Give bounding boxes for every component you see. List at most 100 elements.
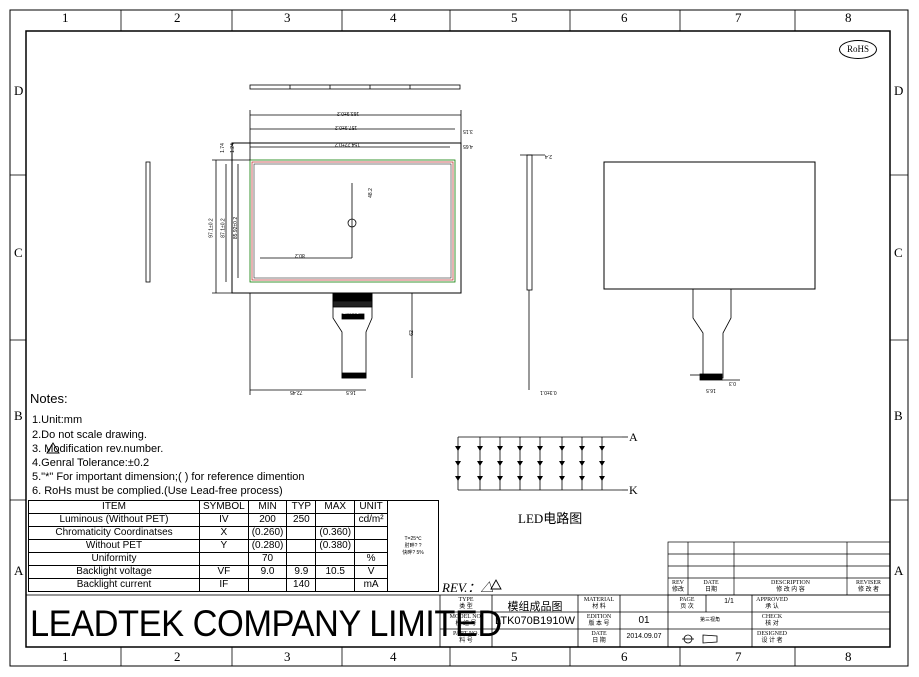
- table-cell: [354, 526, 389, 540]
- type-value: 模组成品图: [507, 601, 563, 613]
- zone-row-a: A: [14, 563, 24, 578]
- table-cell: Uniformity: [28, 552, 200, 566]
- table-cell: 9.9: [286, 565, 317, 579]
- zone-row-b: B: [14, 408, 23, 423]
- dim-rear-fpc-w: 16.5: [706, 387, 716, 393]
- table-cell: Chromaticity Coordinatses: [28, 526, 200, 540]
- table-cell: 250: [286, 513, 317, 527]
- zone-row-b-right: B: [894, 408, 903, 423]
- zone-row-c-right: C: [894, 245, 903, 260]
- table-cell: 10.5: [315, 565, 356, 579]
- zone-col-2-bottom: 2: [174, 649, 181, 664]
- zone-col-1-bottom: 1: [62, 649, 69, 664]
- dim-side-total: 0.3±0.1: [540, 389, 557, 395]
- spec-table: ITEM SYMBOL MIN TYP MAX UNIT T=25℃ 肘畔? ?…: [28, 500, 440, 592]
- reviser-label: REVISER 修 改 者: [855, 580, 881, 593]
- dim-left-v2: 1.24: [229, 143, 236, 153]
- zone-row-d-right: D: [894, 83, 904, 98]
- dim-side-thick: 2.4: [545, 153, 552, 159]
- zone-col-6-bottom: 6: [621, 649, 628, 664]
- page-value: 1/1: [724, 598, 734, 605]
- rev-date-label: DATE 日期: [703, 580, 719, 593]
- dim-fpc-width: 16.5: [346, 389, 356, 395]
- spec-header-typ: TYP: [286, 500, 317, 514]
- rev-label: REV 修改: [671, 580, 684, 593]
- table-cell: %: [354, 552, 389, 566]
- zone-col-8-bottom: 8: [845, 649, 852, 664]
- table-cell: (0.360): [315, 526, 356, 540]
- table-cell: cd/m²: [354, 513, 389, 527]
- dim-left-h2: 87.1±0.2: [220, 218, 227, 238]
- company-name: LEADTEK COMPANY LIMITED: [30, 603, 502, 644]
- table-cell: [286, 526, 317, 540]
- note-1: 1.Unit:mm: [32, 414, 83, 426]
- table-cell: [315, 578, 356, 592]
- dim-right-small2: 4.65: [463, 143, 473, 149]
- approved-label: APPROVED 承 认: [756, 597, 788, 610]
- zone-col-7-bottom: 7: [735, 649, 742, 664]
- zone-row-d: D: [14, 83, 24, 98]
- table-cell: (0.380): [315, 539, 356, 553]
- dim-rear-fpc-t: 0.3: [729, 380, 736, 386]
- table-cell: [199, 552, 249, 566]
- table-cell: IV: [199, 513, 249, 527]
- table-cell: mA: [354, 578, 389, 592]
- spec-condition-line-2: 肘畔? ?: [404, 542, 422, 549]
- table-cell: V: [354, 565, 389, 579]
- table-cell: Luminous (Without PET): [28, 513, 200, 527]
- zone-col-4: 4: [390, 10, 397, 25]
- zone-col-3: 3: [284, 10, 291, 25]
- note-4: 4.Genral Tolerance:±0.2: [32, 457, 150, 469]
- table-cell: [286, 539, 317, 553]
- led-cathode-label: K: [629, 483, 638, 497]
- table-cell: Without PET: [28, 539, 200, 553]
- table-cell: VF: [199, 565, 249, 579]
- material-label: MATERIAL 材 料: [583, 597, 615, 610]
- rohs-mark: RoHS: [839, 40, 877, 59]
- date-label: DATE 日 期: [591, 631, 607, 644]
- table-cell: (0.260): [247, 526, 288, 540]
- note-3: 3. Modification rev.number.: [32, 443, 164, 455]
- led-circuit: [455, 436, 628, 491]
- dim-top-inner: 157.9±0.2: [335, 124, 358, 130]
- edition-label: EDITION 版 本 号: [586, 614, 612, 627]
- rear-view: [603, 161, 816, 381]
- table-cell: 70: [247, 552, 288, 566]
- zone-col-6: 6: [621, 10, 628, 25]
- zone-row-a-right: A: [894, 563, 904, 578]
- revision-table: [667, 541, 891, 596]
- designed-label: DESIGNED 设 计 者: [757, 631, 787, 644]
- zone-ticks: [10, 10, 908, 666]
- zone-col-8: 8: [845, 10, 852, 25]
- part-label: PART NO. 料 号: [453, 631, 479, 644]
- notes-title: Notes:: [30, 391, 68, 406]
- zone-col-5: 5: [511, 10, 518, 25]
- model-value: LTK070B1910W: [495, 615, 575, 627]
- revision-mark: REV.：△: [442, 580, 494, 595]
- note-6: 6. RoHs must be complied.(Use Lead-free …: [32, 485, 283, 497]
- dim-left-v1: 1.74: [219, 143, 226, 153]
- spec-header-max: MAX: [315, 500, 356, 514]
- projection-label: 第三视角: [699, 618, 720, 623]
- rev-triangle-icon: [490, 579, 502, 590]
- dim-center-x: 80.2: [295, 252, 305, 258]
- spec-condition: T=25℃ 肘畔? ? 快畔? 5%: [387, 500, 440, 592]
- table-cell: [286, 552, 317, 566]
- table-cell: 140: [286, 578, 317, 592]
- table-cell: [315, 552, 356, 566]
- dim-left-h3: 85.92±0.2: [233, 216, 240, 240]
- front-view: [212, 84, 462, 395]
- table-cell: 9.0: [247, 565, 288, 579]
- description-label: DESCRIPTION 修 改 内 容: [770, 580, 810, 593]
- spec-header-unit: UNIT: [354, 500, 389, 514]
- dim-right-small1: 3.15: [463, 128, 473, 134]
- dim-center-y: 48.2: [367, 188, 374, 198]
- fpc-label: LTK-70: [343, 310, 360, 316]
- spec-header-row: ITEM SYMBOL MIN TYP MAX UNIT T=25℃ 肘畔? ?…: [28, 500, 440, 592]
- side-view: [520, 154, 545, 390]
- table-row: Uniformity 70%: [28, 552, 439, 566]
